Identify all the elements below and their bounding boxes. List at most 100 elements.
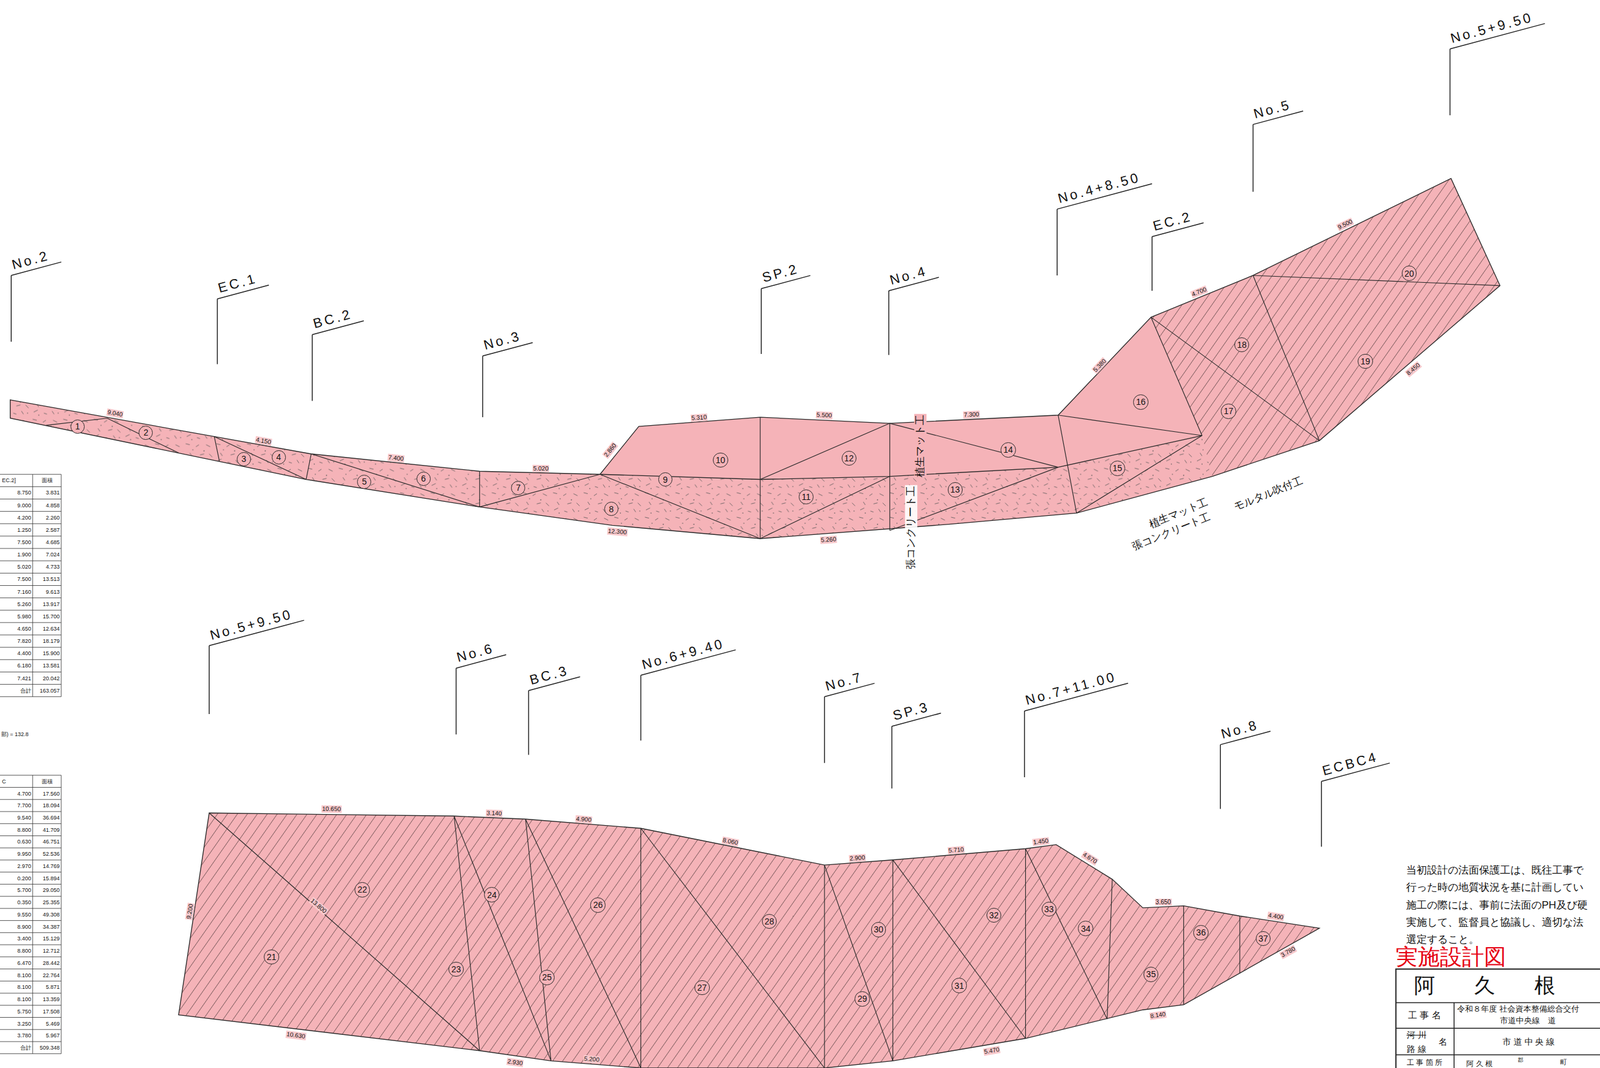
table-rule <box>0 511 62 512</box>
table-rule <box>0 787 62 788</box>
table-rule <box>32 474 34 697</box>
callout-text: 27 <box>697 983 708 993</box>
table-cell: 46.751 <box>42 838 61 845</box>
callout-text: 15 <box>1112 463 1123 473</box>
work-type-label: 張コンクリート工 <box>905 485 918 570</box>
callout-text: 16 <box>1136 397 1147 407</box>
station-label: No.5+9.50 <box>1449 9 1535 47</box>
table-cell: 8.750 <box>17 489 32 496</box>
table-cell: 9.540 <box>17 814 32 821</box>
table-cell: 7.421 <box>17 675 32 682</box>
callout-text: 34 <box>1080 924 1091 934</box>
table-cell: 15.700 <box>42 613 61 620</box>
table-cell: 49.308 <box>42 911 61 918</box>
table-cell: 13.359 <box>42 996 61 1003</box>
callout-text: 23 <box>451 965 462 974</box>
callout-text: 36 <box>1196 928 1207 937</box>
title-block-text: 令和８年度 社会資本整備総合交付 <box>1457 1004 1580 1015</box>
table-rule <box>0 956 62 958</box>
table-cell: 9.000 <box>17 502 32 509</box>
note-line: 実施して、監督員と協議し、適切な法 <box>1406 916 1584 929</box>
table-cell: 8.100 <box>17 984 32 991</box>
mortar-hatch-area <box>1150 178 1500 477</box>
dimension: 5.260 <box>820 535 838 544</box>
station-line <box>528 690 529 756</box>
table-rule <box>0 474 62 475</box>
dimension: 5.710 <box>947 846 966 855</box>
station-label: No.7+11.00 <box>1023 668 1118 708</box>
table-cell: 9.950 <box>17 850 32 858</box>
table-cell: 0.350 <box>17 899 32 906</box>
callout-text: 22 <box>357 885 368 894</box>
table-rule <box>0 659 62 661</box>
dimension: 10.650 <box>321 805 342 813</box>
table-cell: 13.581 <box>42 662 61 669</box>
callout-number: 16 <box>1133 394 1149 410</box>
table-rule <box>0 811 62 812</box>
callout-number: 5 <box>357 474 372 489</box>
table-rule <box>0 597 62 599</box>
dimension: 8.140 <box>1149 1010 1167 1020</box>
callout-text: 5 <box>361 477 367 486</box>
table-rule <box>0 896 62 897</box>
table-cell: 5.700 <box>17 887 32 894</box>
table-cell: 8.800 <box>17 947 32 954</box>
dimension: 3.650 <box>1155 898 1172 907</box>
table-cell: 5.469 <box>46 1020 61 1027</box>
dimension: 3.140 <box>485 809 502 817</box>
callout-number: 2 <box>138 425 153 440</box>
table-cell: 4.650 <box>17 625 32 632</box>
callout-text: 33 <box>1044 904 1054 914</box>
table-cell: 52.536 <box>42 850 61 858</box>
callout-text: 11 <box>801 492 812 502</box>
callout-text: 13 <box>950 485 961 494</box>
table-cell: 4.700 <box>17 790 32 797</box>
callout-text: 29 <box>857 994 868 1004</box>
callout-number: 13 <box>947 482 964 498</box>
table-cell: 合計 <box>20 687 32 694</box>
table-rule <box>0 993 62 994</box>
station-line <box>311 334 313 401</box>
station-line <box>891 726 893 789</box>
station-label: No.6 <box>455 640 497 666</box>
table-rule <box>0 486 62 488</box>
callout-number: 35 <box>1143 966 1159 983</box>
table-cell: 509.348 <box>39 1044 61 1051</box>
station-label: SP.3 <box>890 698 931 724</box>
table-rule <box>0 968 62 970</box>
callout-number: 11 <box>798 489 814 505</box>
callout-number: 17 <box>1220 403 1237 420</box>
title-block-text: 工 事 箇 所 <box>1406 1058 1443 1068</box>
table-cell: C <box>1 778 7 785</box>
table-cell: 9.550 <box>17 911 32 918</box>
station-line <box>208 646 210 715</box>
table-rule <box>0 774 62 776</box>
callout-number: 4 <box>271 450 286 465</box>
station-line <box>217 298 218 364</box>
callout-number: 25 <box>539 969 555 986</box>
table-rule <box>0 585 62 586</box>
callout-text: 31 <box>954 981 965 991</box>
dimension: 9.040 <box>106 408 125 419</box>
table-rule <box>0 1004 62 1006</box>
table-cell: 9.613 <box>46 588 61 596</box>
table-cell: 5.980 <box>17 613 32 620</box>
table-cell: 7.820 <box>17 638 32 645</box>
callout-text: 2 <box>143 428 149 437</box>
table-rule <box>0 847 62 849</box>
table-rule <box>0 523 62 524</box>
table-rule <box>0 884 62 885</box>
table-rule <box>0 799 62 800</box>
callout-text: 1 <box>75 422 81 431</box>
table-cell: 2.587 <box>46 526 61 534</box>
dimension: 4.400 <box>1266 911 1285 922</box>
station-line <box>11 275 12 342</box>
table-cell: 4.733 <box>46 563 61 570</box>
station-label: No.2 <box>10 247 52 273</box>
callout-number: 7 <box>511 480 526 496</box>
lower-dividers <box>209 812 1240 1068</box>
table-cell: 5.750 <box>17 1008 32 1015</box>
title-block-text: 町 <box>1560 1058 1567 1067</box>
table-cell: 28.442 <box>42 960 61 967</box>
table-cell: 面積 <box>41 778 53 785</box>
